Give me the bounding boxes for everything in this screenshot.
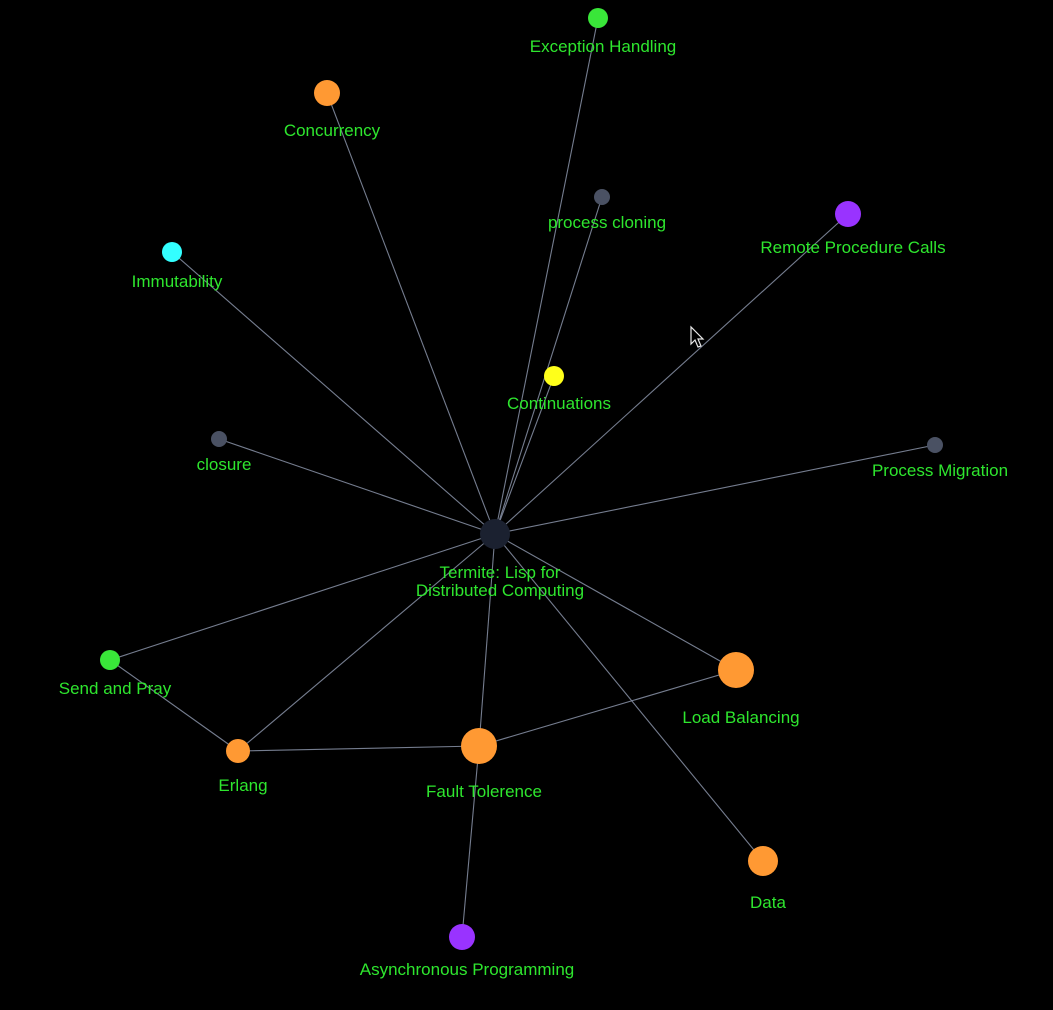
- node-exception[interactable]: [588, 8, 608, 28]
- node-label-cloning: process cloning: [548, 213, 666, 232]
- node-migration[interactable]: [927, 437, 943, 453]
- node-label-line: Exception Handling: [530, 37, 676, 56]
- node-label-data: Data: [750, 893, 786, 912]
- edge-sendpray-erlang: [109, 659, 239, 752]
- node-label-line: Process Migration: [872, 461, 1008, 480]
- edge-erlang-fault: [237, 745, 480, 752]
- edge-center-cloning: [494, 196, 603, 535]
- edge-center-immutability: [171, 251, 496, 535]
- node-label-immutability: Immutability: [132, 272, 223, 291]
- node-data[interactable]: [748, 846, 778, 876]
- node-closure[interactable]: [211, 431, 227, 447]
- edge-center-data: [494, 533, 764, 862]
- node-continuations[interactable]: [544, 366, 564, 386]
- edge-center-closure: [218, 438, 496, 535]
- node-label-closure: closure: [197, 455, 252, 474]
- node-label-line: Immutability: [132, 272, 223, 291]
- edge-fault-loadbal: [478, 669, 737, 747]
- node-center[interactable]: [480, 519, 510, 549]
- node-label-line: Load Balancing: [682, 708, 799, 727]
- edge-center-erlang: [237, 533, 496, 752]
- node-label-continuations: Continuations: [507, 394, 611, 413]
- node-label-async: Asynchronous Programming: [360, 960, 574, 979]
- node-label-concurrency: Concurrency: [284, 121, 381, 140]
- node-rpc[interactable]: [835, 201, 861, 227]
- node-concurrency[interactable]: [314, 80, 340, 106]
- node-label-fault: Fault Tolerence: [426, 782, 542, 801]
- node-label-line: Termite: Lisp for: [440, 563, 561, 582]
- node-label-rpc: Remote Procedure Calls: [760, 238, 945, 257]
- node-label-line: Send and Pray: [59, 679, 172, 698]
- node-label-line: Continuations: [507, 394, 611, 413]
- node-sendpray[interactable]: [100, 650, 120, 670]
- nodes-layer: [100, 8, 943, 950]
- node-cloning[interactable]: [594, 189, 610, 205]
- edge-center-exception: [494, 17, 599, 535]
- edge-center-continuations: [494, 375, 555, 535]
- node-label-line: Remote Procedure Calls: [760, 238, 945, 257]
- node-async[interactable]: [449, 924, 475, 950]
- edge-center-loadbal: [494, 533, 737, 671]
- edge-center-sendpray: [109, 533, 496, 661]
- node-label-line: Erlang: [218, 776, 267, 795]
- node-label-line: Distributed Computing: [416, 581, 584, 600]
- node-label-erlang: Erlang: [218, 776, 267, 795]
- node-loadbal[interactable]: [718, 652, 754, 688]
- edge-fault-async: [461, 745, 480, 938]
- edge-center-concurrency: [326, 92, 496, 535]
- node-label-line: Data: [750, 893, 786, 912]
- node-label-line: Concurrency: [284, 121, 381, 140]
- node-fault[interactable]: [461, 728, 497, 764]
- edge-center-fault: [478, 533, 496, 747]
- node-label-migration: Process Migration: [872, 461, 1008, 480]
- edge-center-migration: [494, 444, 936, 535]
- edge-center-rpc: [494, 213, 849, 535]
- node-label-exception: Exception Handling: [530, 37, 676, 56]
- node-label-line: process cloning: [548, 213, 666, 232]
- mouse-pointer-icon: [690, 325, 705, 348]
- node-erlang[interactable]: [226, 739, 250, 763]
- node-label-loadbal: Load Balancing: [682, 708, 799, 727]
- node-label-line: Fault Tolerence: [426, 782, 542, 801]
- node-immutability[interactable]: [162, 242, 182, 262]
- edges-layer: [109, 17, 936, 938]
- node-label-line: Asynchronous Programming: [360, 960, 574, 979]
- node-label-sendpray: Send and Pray: [59, 679, 172, 698]
- node-label-line: closure: [197, 455, 252, 474]
